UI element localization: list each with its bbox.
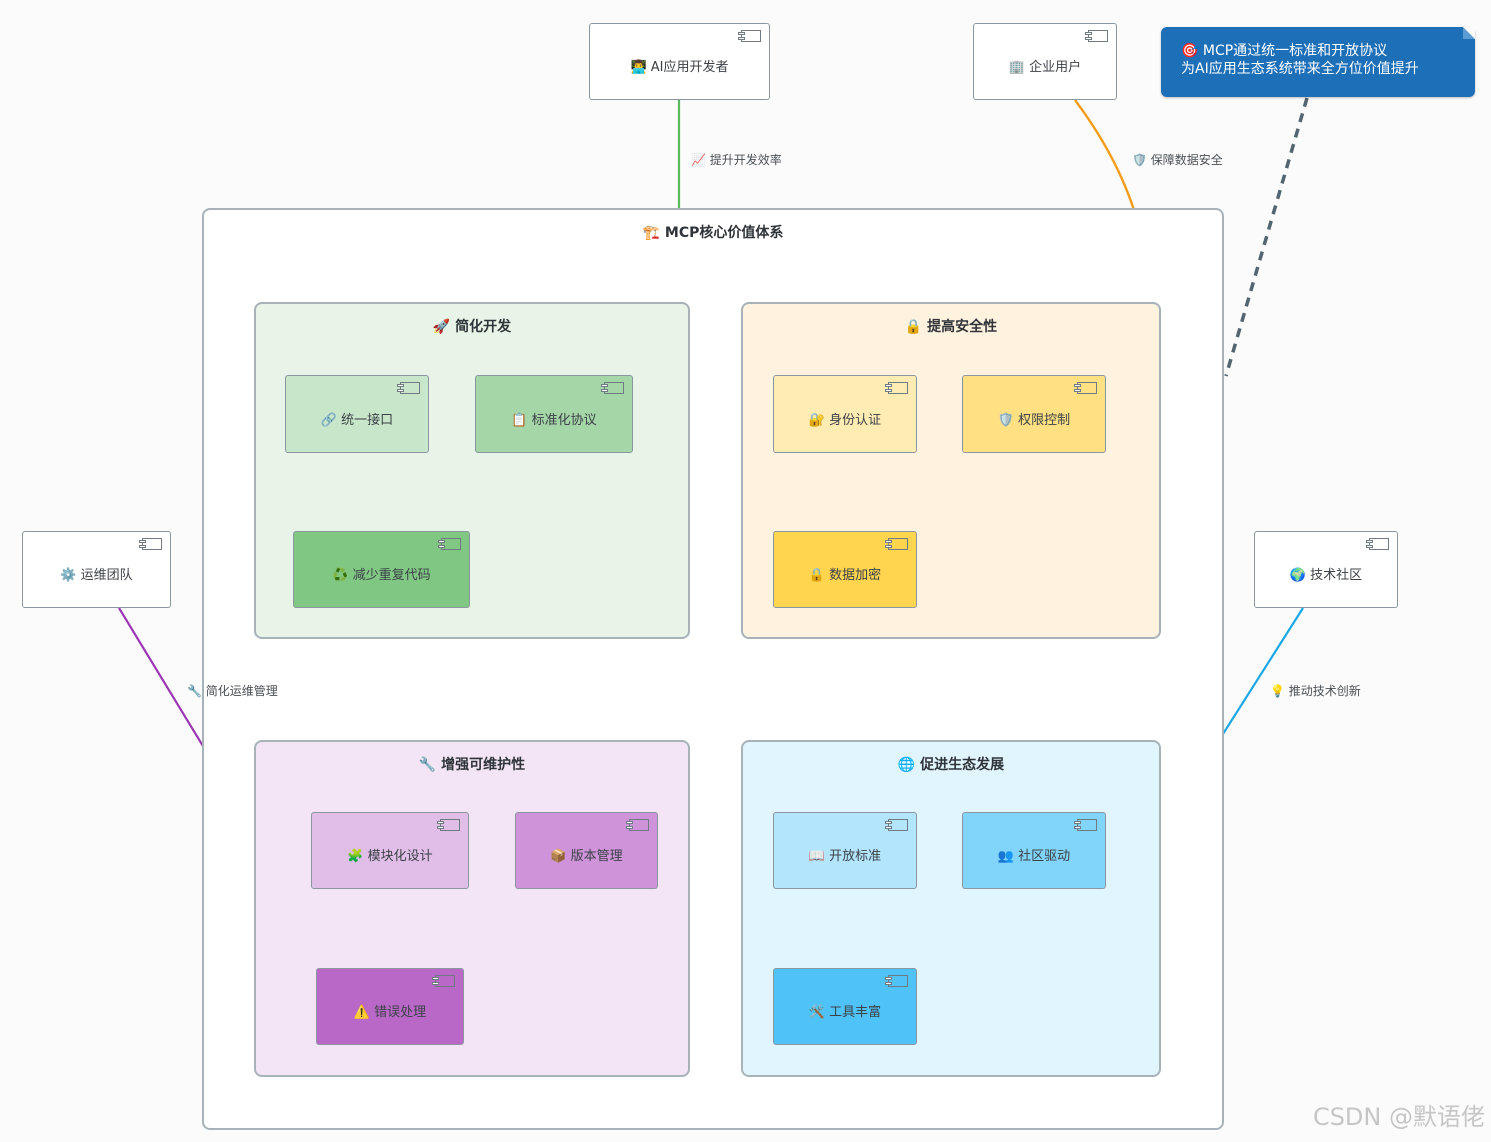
component-icon (885, 819, 908, 831)
component-reduce-duplicate-code[interactable]: ♻️ 减少重复代码 (293, 531, 470, 608)
component-label: ⚠️ 错误处理 (353, 1005, 427, 1020)
component-icon (432, 975, 455, 987)
component-icon (1085, 30, 1108, 42)
component-label: 🔒 数据加密 (808, 568, 882, 583)
component-icon (885, 382, 908, 394)
component-icon (885, 538, 908, 550)
component-icon (437, 819, 460, 831)
component-open-standard[interactable]: 📖 开放标准 (773, 812, 917, 889)
component-modular-design[interactable]: 🧩 模块化设计 (311, 812, 469, 889)
outer-title: 🏗️ MCP核心价值体系 (642, 225, 784, 241)
actor-enterprise-user[interactable]: 🏢 企业用户 (973, 23, 1117, 100)
component-label: 📋 标准化协议 (511, 412, 597, 428)
component-standard-protocol[interactable]: 📋 标准化协议 (475, 375, 633, 453)
component-label: 🔐 身份认证 (808, 412, 882, 428)
edge-label-enterprise: 🛡️ 保障数据安全 (1132, 153, 1223, 167)
component-icon (1074, 819, 1097, 831)
component-label: 🛡️ 权限控制 (997, 412, 1071, 428)
actor-label: 🌍 技术社区 (1289, 568, 1363, 583)
note-connector (1224, 97, 1309, 377)
component-icon (1074, 382, 1097, 394)
edge-label-community: 💡 推动技术创新 (1270, 684, 1361, 698)
component-icon (1366, 538, 1389, 550)
watermark: CSDN @默语佬 (1312, 1103, 1485, 1131)
component-icon (438, 538, 461, 550)
component-label: 🔗 统一接口 (320, 412, 394, 428)
component-data-encryption[interactable]: 🔒 数据加密 (773, 531, 917, 608)
component-icon (601, 382, 624, 394)
component-label: ♻️ 减少重复代码 (332, 568, 431, 583)
component-community-driven[interactable]: 👥 社区驱动 (962, 812, 1106, 889)
edge-label-developer: 📈 提升开发效率 (691, 153, 782, 167)
actor-label: 👨‍💻 AI应用开发者 (630, 60, 729, 75)
group-title: 🔧 增强可维护性 (418, 757, 526, 773)
group-title: 🚀 简化开发 (432, 319, 512, 335)
component-label: 🧩 模块化设计 (347, 849, 433, 864)
component-icon (885, 975, 908, 987)
component-icon (397, 382, 420, 394)
component-label: 📦 版本管理 (550, 849, 623, 864)
component-identity-auth[interactable]: 🔐 身份认证 (773, 375, 917, 453)
edge-label-ops: 🔧 简化运维管理 (187, 684, 278, 698)
component-icon (626, 819, 649, 831)
actor-tech-community[interactable]: 🌍 技术社区 (1254, 531, 1398, 608)
note-line-2: 为AI应用生态系统带来全方位价值提升 (1181, 61, 1419, 77)
component-version-management[interactable]: 📦 版本管理 (515, 812, 658, 889)
actor-ops-team[interactable]: ⚙️ 运维团队 (22, 531, 171, 608)
component-label: 👥 社区驱动 (997, 849, 1071, 864)
value-note: 🎯 MCP通过统一标准和开放协议 为AI应用生态系统带来全方位价值提升 (1161, 27, 1475, 97)
component-label: 🛠️ 工具丰富 (808, 1005, 882, 1020)
component-icon (139, 538, 162, 550)
component-error-handling[interactable]: ⚠️ 错误处理 (316, 968, 464, 1045)
component-unified-interface[interactable]: 🔗 统一接口 (285, 375, 429, 453)
component-label: 📖 开放标准 (808, 849, 882, 864)
group-title: 🌐 促进生态发展 (897, 757, 1005, 773)
actor-label: 🏢 企业用户 (1008, 60, 1082, 75)
note-line-1: 🎯 MCP通过统一标准和开放协议 (1181, 43, 1388, 59)
component-rich-tools[interactable]: 🛠️ 工具丰富 (773, 968, 917, 1045)
component-icon (738, 30, 761, 42)
component-permission-control[interactable]: 🛡️ 权限控制 (962, 375, 1106, 453)
actor-ai-developer[interactable]: 👨‍💻 AI应用开发者 (589, 23, 770, 100)
group-title: 🔒 提高安全性 (904, 319, 998, 335)
actor-label: ⚙️ 运维团队 (60, 568, 133, 583)
